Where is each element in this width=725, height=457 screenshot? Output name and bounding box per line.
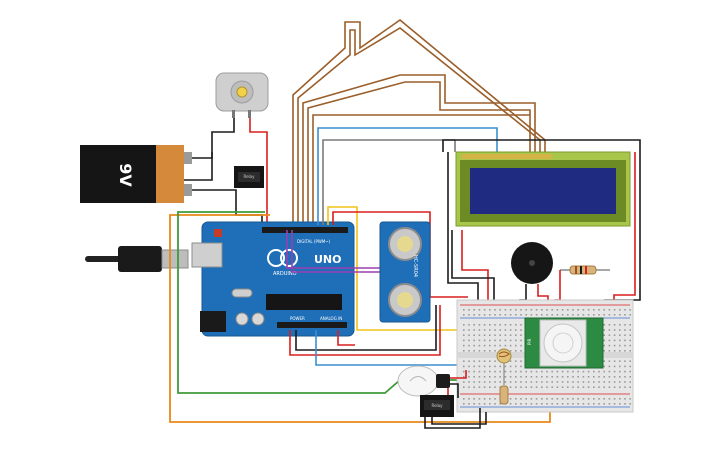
relay-bottom[interactable]: Relay — [420, 388, 487, 429]
lcd-screen — [470, 168, 616, 214]
relay-top-label: Relay — [244, 174, 256, 179]
dc-motor[interactable] — [215, 72, 269, 118]
usb-cable — [85, 246, 189, 272]
ultrasonic-sensor[interactable]: HC-SR04 — [379, 221, 431, 323]
light-bulb[interactable] — [397, 365, 467, 398]
relay-top[interactable]: Relay — [234, 166, 264, 188]
arduino-uno[interactable]: UNO ARDUINO DIGITAL (PWM~) POWER ANALOG … — [191, 221, 355, 337]
reset-button[interactable] — [214, 229, 222, 237]
arduino-model: UNO — [314, 253, 342, 266]
battery-label: 9V — [116, 163, 135, 187]
ultrasonic-label: HC-SR04 — [412, 255, 418, 277]
pir-label: PIR — [527, 338, 532, 345]
photoresistor[interactable] — [496, 348, 512, 405]
power-label: POWER — [290, 316, 305, 321]
digital-label: DIGITAL (PWM~) — [297, 239, 331, 244]
usb-port[interactable] — [191, 242, 223, 268]
house-wires — [292, 18, 546, 225]
arduino-brand: ARDUINO — [273, 271, 297, 277]
pir-sensor[interactable]: PIR — [524, 317, 604, 369]
power-jack[interactable] — [200, 311, 226, 332]
piezo-buzzer[interactable] — [511, 242, 553, 306]
atmega-chip — [266, 294, 342, 310]
digital-header[interactable] — [262, 227, 348, 233]
battery-9v[interactable]: 9V — [80, 145, 192, 203]
motor-wires — [183, 118, 268, 222]
lcd-display[interactable] — [455, 151, 631, 227]
analog-label: ANALOG IN — [320, 316, 342, 321]
analog-header[interactable] — [277, 322, 347, 328]
relay-bottom-label: Relay — [432, 403, 444, 408]
